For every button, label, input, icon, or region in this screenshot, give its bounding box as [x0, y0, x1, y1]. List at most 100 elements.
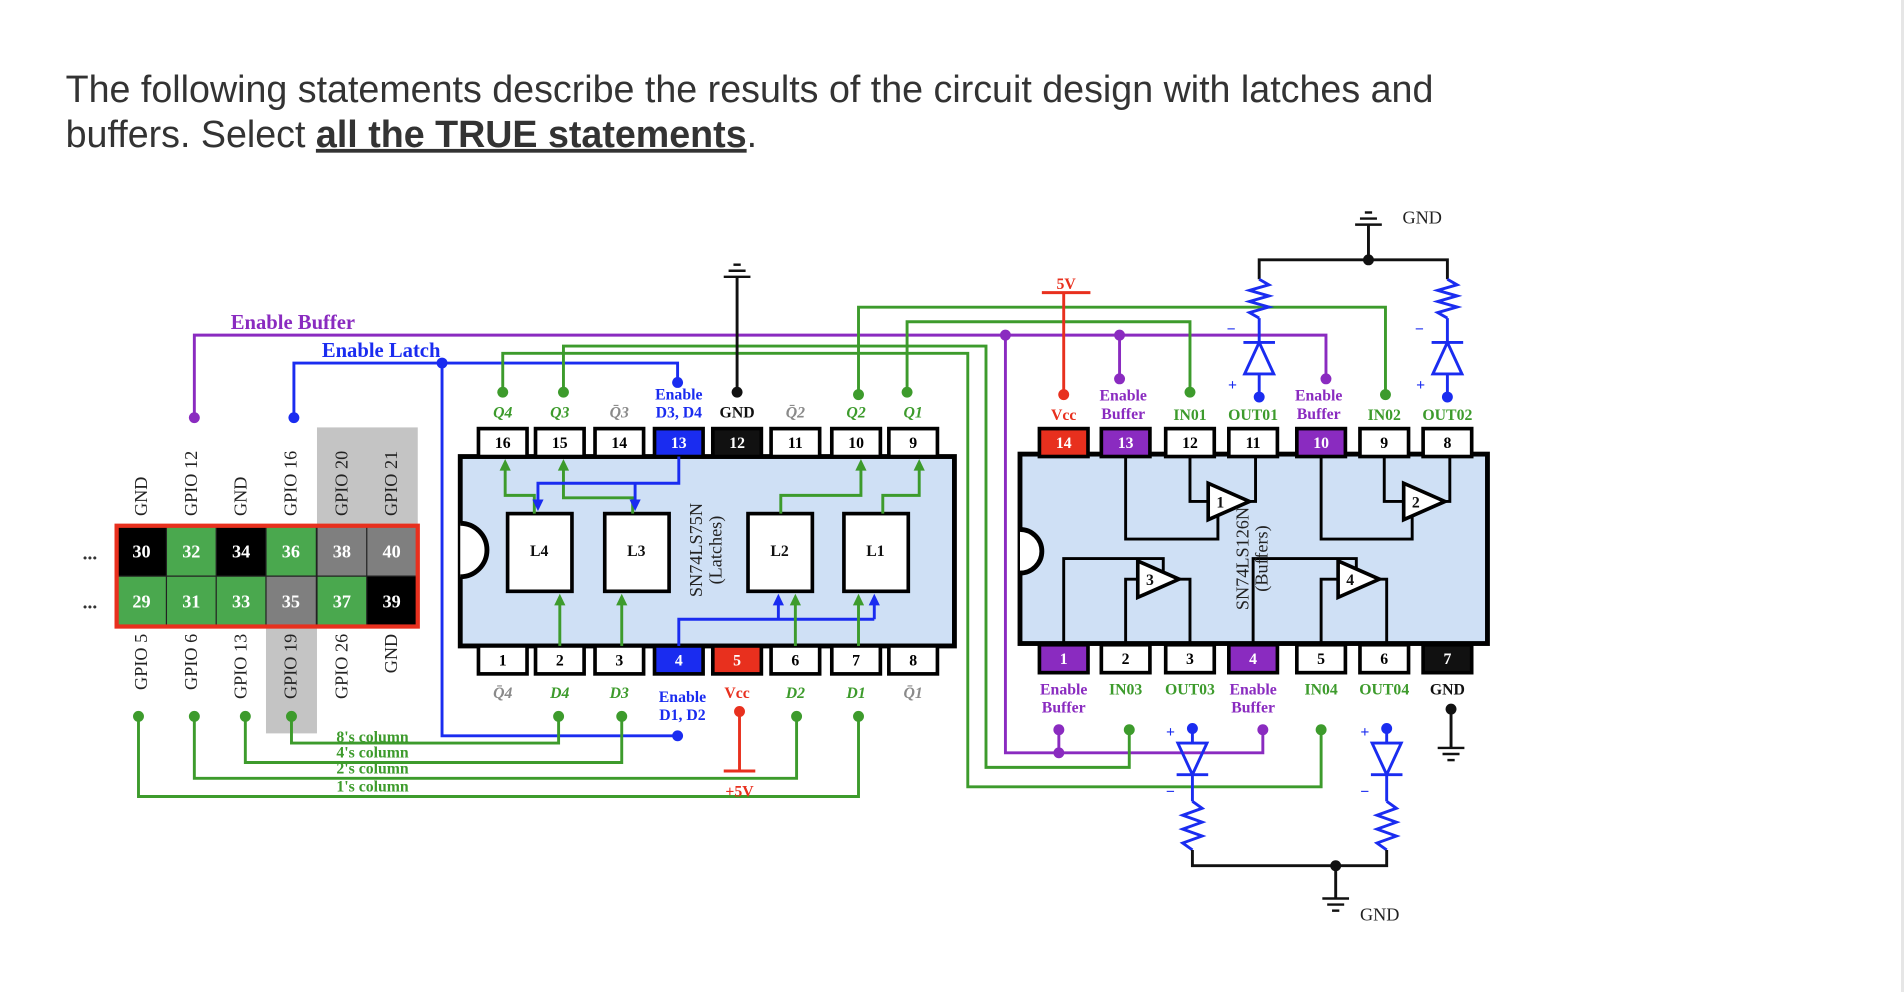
buffer-bottom-label: Enable	[1040, 682, 1087, 699]
resistor-icon	[1178, 800, 1207, 852]
gpio-pin: 35	[265, 575, 317, 628]
ellipsis: ...	[83, 544, 98, 565]
junction-dot	[1114, 373, 1126, 385]
buffer-top-label: IN02	[1368, 407, 1401, 424]
buffer-bottom-label: Buffer	[1042, 700, 1086, 717]
gpio-bottom-label: GND	[381, 634, 401, 673]
wire	[1319, 577, 1339, 644]
buffer-gate-label: 2	[1412, 495, 1420, 512]
column-label: 4's column	[336, 745, 409, 762]
junction-dot	[1114, 329, 1126, 341]
junction-dot	[188, 710, 200, 722]
latch-bottom-label: D4	[549, 685, 569, 702]
gpio-pin-cell	[366, 525, 418, 577]
gpio-pin-number: 34	[232, 541, 250, 561]
latch-top-pin	[887, 426, 940, 459]
latch-block-label: L4	[530, 543, 549, 560]
buffer-top-pin-number: 11	[1246, 435, 1261, 452]
gpio-pin: 31	[165, 575, 218, 628]
latch-bottom-pin-number: 6	[791, 652, 799, 669]
wire	[503, 466, 536, 514]
buffer-top-pin-number: 8	[1443, 435, 1451, 452]
column-8-wire	[290, 716, 561, 745]
enable-buffer-label: Enable Buffer	[231, 312, 355, 334]
resistor-icon	[1372, 800, 1401, 852]
latch-top-pin	[710, 426, 764, 459]
junction-dot	[1380, 389, 1391, 401]
plus-sign: +	[1416, 377, 1425, 394]
q2-wire	[857, 305, 1387, 395]
buffer-chip-name: SN74LS126N	[1232, 507, 1252, 610]
wire	[881, 466, 921, 514]
latch-top-pin-number: 15	[552, 435, 568, 452]
buffer-top-label: Buffer	[1101, 406, 1145, 423]
diode-icon	[1242, 338, 1277, 376]
column-label: 1's column	[336, 779, 409, 796]
buffer-top-pin	[1163, 426, 1217, 459]
gpio-top-label: GPIO 20	[331, 451, 351, 516]
junction-dot	[1381, 723, 1393, 734]
gpio-bottom-label: GPIO 6	[181, 634, 201, 690]
enable-latch-label: Enable Latch	[322, 340, 441, 362]
latch-top-pin	[476, 426, 529, 459]
gpio-pin: 39	[366, 575, 418, 628]
diode-icon	[1369, 741, 1404, 779]
latch-block	[746, 511, 815, 594]
latch-block	[505, 511, 574, 594]
gpio-top-label: GPIO 21	[381, 451, 401, 516]
junction-dot	[557, 386, 569, 398]
buffer-bottom-label: IN03	[1109, 682, 1142, 699]
column-4-wire	[243, 716, 624, 764]
latch-bottom-label: Q̄1	[904, 684, 923, 702]
buffer-bottom-pin	[1295, 642, 1348, 675]
buffer-bottom-pin	[1358, 642, 1411, 675]
arrow-icon	[554, 593, 566, 606]
arrow-icon	[789, 593, 801, 606]
buffer-gate-icon	[1336, 558, 1384, 601]
junction-dot	[1257, 724, 1269, 736]
latch-chip-subtitle: (Latches)	[705, 516, 726, 585]
wire	[1062, 557, 1165, 644]
latch-top-label: Q1	[904, 405, 923, 422]
buffer-top-label: OUT02	[1422, 407, 1472, 424]
junction-dot	[553, 710, 565, 722]
plus-sign: +	[1228, 377, 1237, 394]
junction-dot	[1058, 389, 1070, 401]
junction-dot	[616, 710, 628, 722]
gpio-top-label: GPIO 12	[181, 451, 201, 516]
gpio-pin-cell	[316, 525, 368, 577]
latch-bottom-pin-number: 7	[852, 652, 860, 669]
latch-block	[602, 511, 671, 594]
diode-icon	[1430, 338, 1465, 376]
latch-top-pin-number: 14	[611, 435, 627, 452]
buffer-bottom-label: IN04	[1304, 682, 1337, 699]
buffer-gate-label: 3	[1146, 572, 1154, 589]
resistor-icon	[1244, 278, 1275, 320]
buffer-bottom-label: OUT03	[1165, 682, 1215, 699]
junction-dot	[734, 706, 745, 717]
minus-sign: −	[1415, 321, 1424, 338]
junction-dot	[288, 412, 300, 424]
gpio-top-label: GPIO 16	[280, 451, 300, 516]
buffer-bottom-pin	[1099, 642, 1152, 675]
column-label: 2's column	[336, 760, 409, 777]
buffer-bottom-label: OUT04	[1359, 682, 1409, 699]
junction-dot	[731, 386, 743, 398]
junction-dot	[791, 710, 803, 722]
buffer-gate-label: 1	[1216, 495, 1224, 512]
column-label: 8's column	[336, 729, 409, 746]
latch-block-label: L3	[627, 543, 646, 560]
junction-dot	[239, 710, 251, 722]
latch-top-label: Enable	[655, 386, 702, 403]
five-v-label: 5V	[1056, 276, 1076, 293]
latch-bottom-pin-number: 4	[675, 652, 683, 669]
chip-notch	[460, 520, 490, 580]
latch-top-pin	[533, 426, 586, 459]
buffer-gate-icon	[1135, 558, 1184, 601]
junction-dot	[1053, 747, 1065, 759]
latch-bottom-pin-number: 5	[733, 652, 741, 669]
resistor-icon	[1432, 278, 1463, 320]
buffer-top-label: OUT01	[1228, 407, 1278, 424]
gpio-pin-number: 32	[182, 541, 200, 561]
minus-sign: −	[1227, 321, 1236, 338]
